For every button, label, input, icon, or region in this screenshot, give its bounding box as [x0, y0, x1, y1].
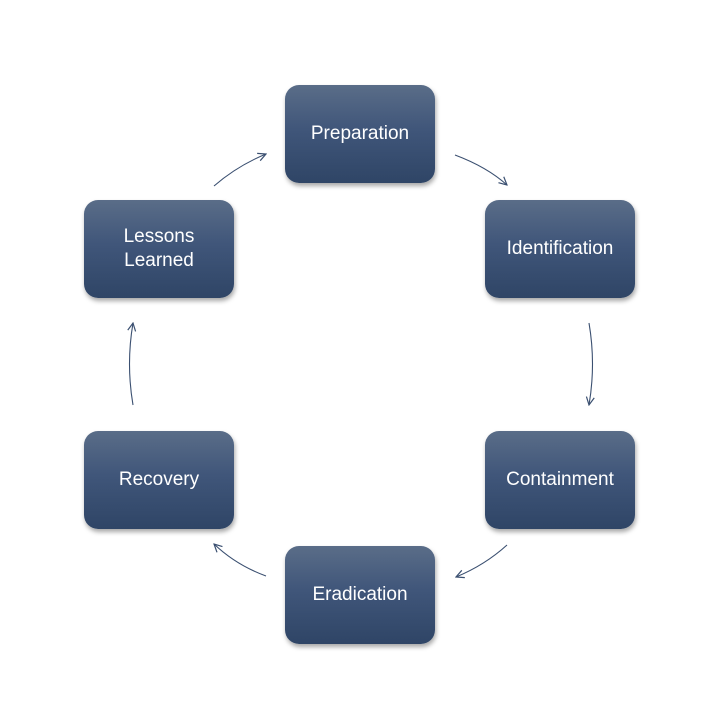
- arrow-lessons-to-preparation: [213, 154, 266, 187]
- node-containment: Containment: [485, 431, 635, 529]
- node-identification: Identification: [485, 200, 635, 298]
- arrow-preparation-to-identification: [454, 154, 507, 185]
- arrow-recovery-to-lessons: [130, 323, 134, 406]
- arrow-eradication-to-recovery: [214, 544, 267, 577]
- node-recovery: Recovery: [84, 431, 234, 529]
- node-eradication: Eradication: [285, 546, 435, 644]
- node-preparation: Preparation: [285, 85, 435, 183]
- arrow-containment-to-eradication: [456, 544, 508, 577]
- node-lessons-learned: Lessons Learned: [84, 200, 234, 298]
- arrow-identification-to-containment: [589, 322, 593, 405]
